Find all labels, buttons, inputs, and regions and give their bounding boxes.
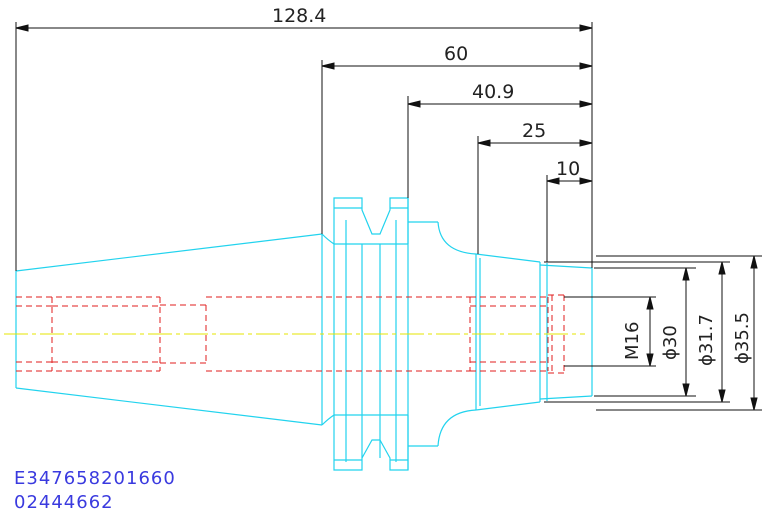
dim-40-9-label: 40.9 [472,81,514,103]
hidden-bore-lines [16,294,565,374]
part-code-primary: E347658201660 [14,468,176,489]
dim-d31-7-label: ϕ31.7 [696,314,717,366]
dimension-lines [15,22,762,411]
part-code-secondary: 02444662 [14,492,114,513]
dim-m16-label: M16 [622,322,643,360]
dim-25-label: 25 [522,120,546,142]
dim-d30-label: ϕ30 [660,325,681,360]
dim-10-label: 10 [556,158,580,180]
dim-d35-5-label: ϕ35.5 [732,312,753,364]
dim-60-label: 60 [444,43,468,65]
dim-128-4-label: 128.4 [272,5,326,27]
